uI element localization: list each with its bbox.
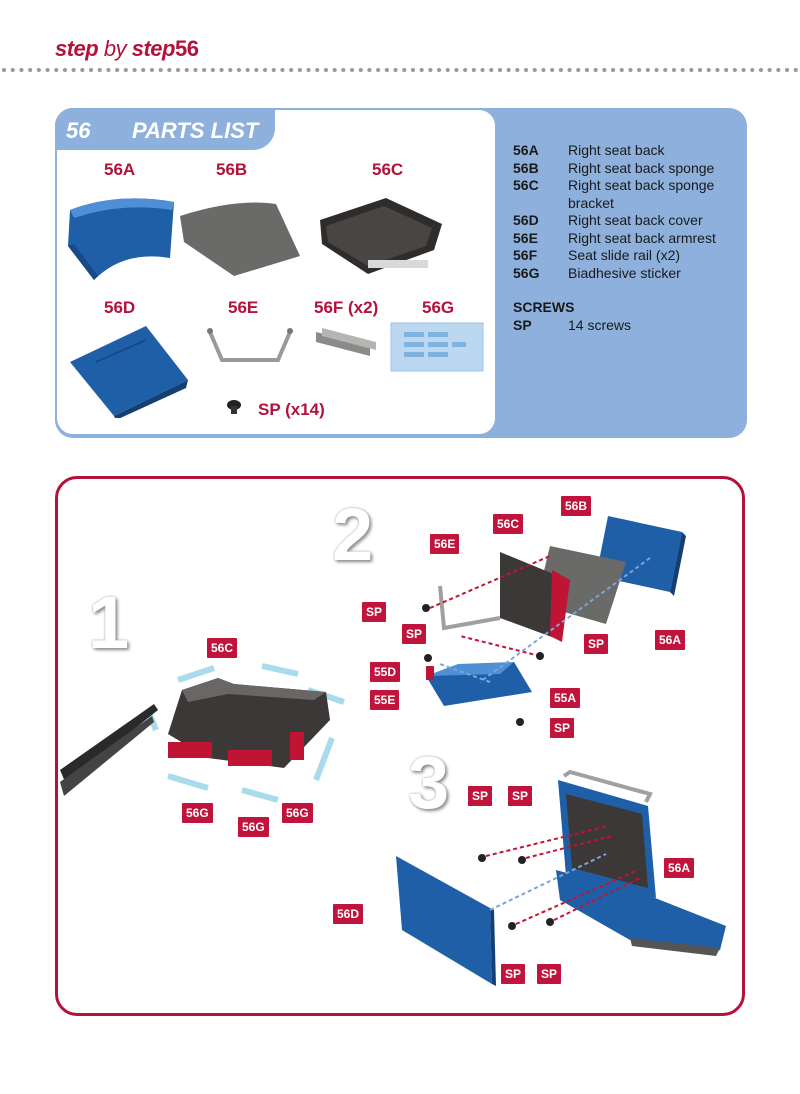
header-step: step xyxy=(55,36,98,61)
step-3-label-sp: SP xyxy=(468,786,492,806)
part-label-56g: 56G xyxy=(422,298,454,318)
step-2-label-sp: SP xyxy=(402,624,426,644)
step-2-label-sp: SP xyxy=(550,718,574,738)
header-step-2: step xyxy=(132,36,175,61)
sticker-sheet-56g-image xyxy=(390,322,484,372)
armrest-56e-image xyxy=(202,322,298,370)
bracket-56c-image xyxy=(316,190,446,276)
step-3-label-56a: 56A xyxy=(664,858,694,878)
step-2-number: 2 xyxy=(332,498,373,572)
step-2-label-55a: 55A xyxy=(550,688,580,708)
header-number: 56 xyxy=(175,36,198,61)
part-label-56a: 56A xyxy=(104,160,135,180)
step-3-label-sp: SP xyxy=(501,964,525,984)
dotted-divider xyxy=(0,66,800,74)
step-1-number: 1 xyxy=(88,586,129,660)
slide-rail-56f-image xyxy=(312,326,380,362)
step-1-label-56g: 56G xyxy=(182,803,213,823)
part-label-sp: SP (x14) xyxy=(258,400,325,420)
step-2-label-55d: 55D xyxy=(370,662,400,682)
step-1-label-56c: 56C xyxy=(207,638,237,658)
step-1-label-56g: 56G xyxy=(282,803,313,823)
step-1-label-56g: 56G xyxy=(238,817,269,837)
part-label-56e: 56E xyxy=(228,298,258,318)
part-label-56d: 56D xyxy=(104,298,135,318)
cover-56d-image xyxy=(66,322,190,418)
step-2-label-56a: 56A xyxy=(655,630,685,650)
part-label-56f: 56F (x2) xyxy=(314,298,378,318)
step-2-label-56c: 56C xyxy=(493,514,523,534)
step-3-label-56d: 56D xyxy=(333,904,363,924)
step-2-label-56e: 56E xyxy=(430,534,459,554)
seat-back-56a-image xyxy=(62,188,182,284)
step-2-label-55e: 55E xyxy=(370,690,399,710)
parts-list-number: 56 xyxy=(66,118,90,144)
sponge-56b-image xyxy=(180,203,300,277)
step-3-illustration xyxy=(380,770,730,992)
parts-list-title: PARTS LIST xyxy=(132,118,258,144)
step-2-label-sp: SP xyxy=(584,634,608,654)
header-by: by xyxy=(104,36,126,61)
step-3-label-sp: SP xyxy=(537,964,561,984)
step-2-label-sp: SP xyxy=(362,602,386,622)
step-2-label-56b: 56B xyxy=(561,496,591,516)
page-header: step by step56 xyxy=(55,36,198,62)
screws-heading: SCREWS xyxy=(513,299,743,317)
part-label-56b: 56B xyxy=(216,160,247,180)
part-label-56c: 56C xyxy=(372,160,403,180)
screw-icon xyxy=(224,398,244,416)
step-1-illustration xyxy=(58,650,348,810)
step-3-label-sp: SP xyxy=(508,786,532,806)
